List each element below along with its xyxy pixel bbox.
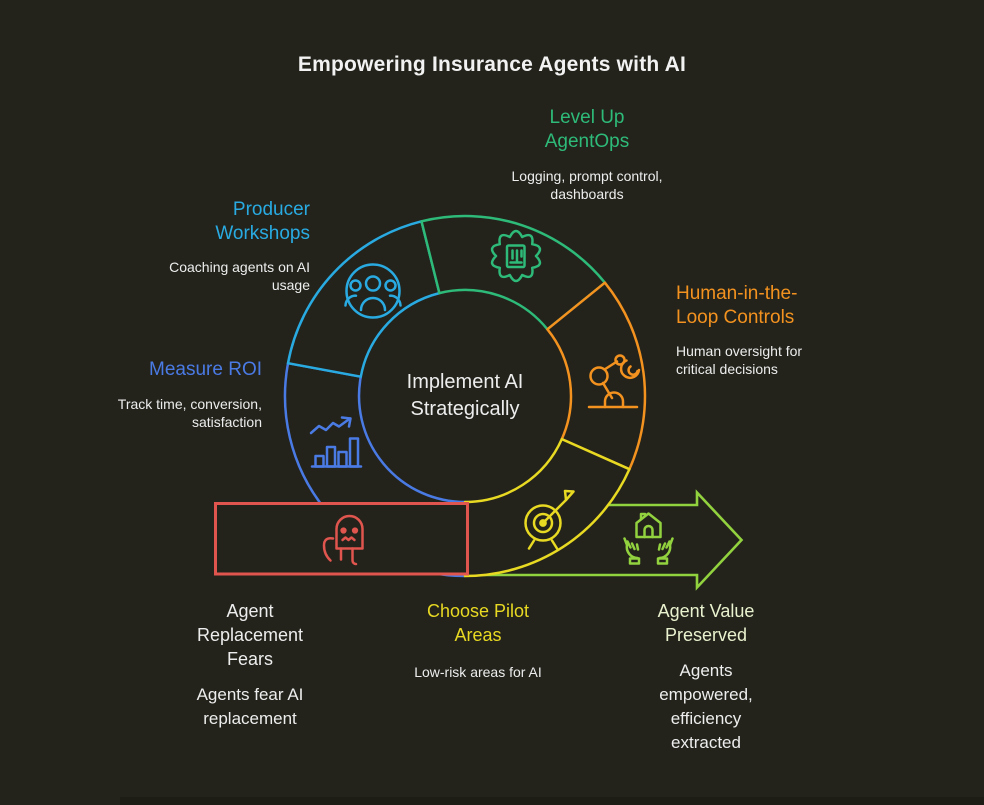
wheel-center-label: Implement AI Strategically [406, 371, 524, 420]
wheel-segment-producer-workshops [286, 220, 441, 378]
callout-value-subtitle: Agents empowered, efficiency extracted [659, 661, 753, 752]
callout-hitl-heading: Human-in-the- Loop Controls [676, 283, 798, 328]
callout-value-heading: Agent Value Preserved [657, 601, 755, 645]
callout-measure-roi-heading: Measure ROI [149, 359, 262, 380]
wheel-segment-choose-pilot-areas [463, 437, 631, 578]
callout-level-up-subtitle: Logging, prompt control, dashboards [511, 168, 663, 202]
robot-arm-icon [587, 354, 641, 409]
ghost-icon [322, 514, 364, 566]
hands-house-icon [623, 512, 674, 565]
callout-producer-heading: Producer Workshops [215, 199, 310, 244]
page-title: Empowering Insurance Agents with AI [297, 53, 687, 76]
callout-level-up-heading: Level Up AgentOps [544, 107, 630, 152]
bottom-strip [120, 797, 984, 805]
fears-box [214, 502, 469, 576]
gear-factory-icon [490, 229, 542, 283]
callout-producer-subtitle: Coaching agents on AI usage [169, 259, 310, 293]
callout-pilot-heading: Choose Pilot Areas [426, 601, 530, 645]
target-icon [524, 489, 575, 550]
wheel-segment-human-in-the-loop [546, 281, 647, 471]
callout-fears-subtitle: Agents fear AI replacement [196, 685, 304, 728]
people-icon [344, 263, 402, 319]
callout-hitl-subtitle: Human oversight for critical decisions [676, 343, 803, 377]
forward-arrow-shape [478, 489, 744, 591]
callout-pilot-subtitle: Low-risk areas for AI [414, 664, 542, 680]
callout-fears-heading: Agent Replacement Fears [196, 601, 304, 669]
bar-chart-icon [309, 416, 363, 468]
callout-measure-roi-subtitle: Track time, conversion, satisfaction [117, 396, 262, 430]
wheel-segment-level-up-agentops [420, 214, 607, 331]
